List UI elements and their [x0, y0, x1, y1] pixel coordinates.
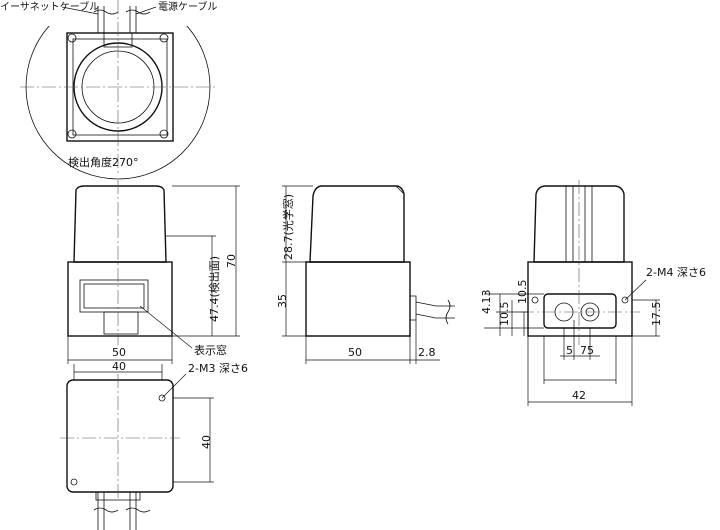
detection-angle-label: 検出角度270°	[68, 155, 139, 169]
side-height-lower-dim: 35	[276, 294, 289, 308]
optical-window-dim: 28.7(光学窓)	[281, 194, 295, 260]
front-upper-body	[73, 185, 167, 263]
rear-upper-body	[533, 185, 625, 263]
m4-hole	[621, 296, 629, 304]
screw-hole	[159, 33, 169, 43]
m4-hole	[531, 296, 539, 304]
rear-42-dim: 42	[572, 389, 586, 402]
screw-hole	[67, 129, 77, 139]
bottom-depth-dim: 40	[200, 435, 213, 449]
m3-hole	[70, 478, 78, 486]
rear-10-5-a-dim: 10.5	[498, 302, 511, 327]
side-upper-body	[309, 185, 405, 263]
side-view: 28.7(光学窓) 35 50 2.8	[276, 185, 455, 364]
m3-holes-label: 2-M3 深さ6	[188, 362, 248, 375]
side-width-dim: 50	[348, 346, 362, 359]
display-window-label: 表示窓	[194, 343, 227, 357]
front-view: 70 47.4(検出面) 50 表示窓	[67, 180, 240, 364]
top-view: イーサネットケーブル 電源ケーブル 検出角度270°	[0, 0, 217, 180]
m4-holes-label: 2-M4 深さ6	[646, 266, 706, 279]
bottom-view: 40 40 2-M3 深さ6	[60, 360, 248, 530]
side-cable-offset-dim: 2.8	[418, 346, 436, 359]
m3-hole	[158, 394, 166, 402]
rear-10-5-b-dim: 10.5	[516, 280, 529, 305]
rear-5-dim: 5	[566, 344, 573, 357]
connector-plate	[543, 293, 617, 329]
rear-4-13-dim: 4.13	[480, 290, 493, 315]
front-base	[67, 261, 173, 337]
side-base	[305, 261, 411, 337]
rear-75-dim: 75	[580, 344, 594, 357]
front-width-dim: 50	[112, 346, 126, 359]
front-height-dim: 70	[225, 254, 238, 268]
detection-plane-dim: 47.4(検出面)	[207, 256, 221, 322]
rear-base	[527, 261, 633, 337]
power-cable-label: 電源ケーブル	[158, 0, 217, 13]
screw-hole	[159, 129, 169, 139]
screw-hole	[67, 33, 77, 43]
bottom-body	[66, 379, 174, 493]
rear-view: 17.5 2-M4 深さ6 4.13 10.5 10.5 5 75 42	[480, 180, 706, 406]
rear-17-5-dim: 17.5	[650, 302, 663, 327]
bottom-width-dim: 40	[112, 360, 126, 373]
display-window	[79, 279, 149, 313]
